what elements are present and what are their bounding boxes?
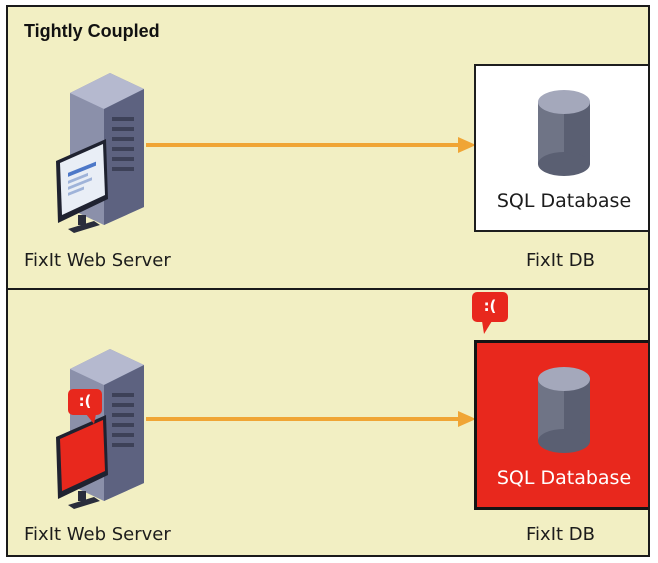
diagram-title: Tightly Coupled (24, 21, 160, 41)
sad-face-bubble-icon: :( (472, 292, 508, 336)
database-cylinder-icon (538, 367, 590, 453)
web-server-icon (56, 349, 144, 509)
database-label: SQL Database (496, 190, 632, 212)
database-bubble-text: :( (483, 297, 497, 315)
database-caption: FixIt DB (526, 250, 595, 271)
server-caption: FixIt Web Server (24, 250, 171, 271)
connection-arrow (146, 411, 476, 427)
server-bubble-text: :( (78, 392, 92, 410)
server-caption: FixIt Web Server (24, 524, 171, 545)
database-caption: FixIt DB (526, 524, 595, 545)
section-divider (8, 288, 648, 290)
connection-arrow (146, 137, 476, 153)
sad-face-bubble-icon: :( (68, 389, 102, 425)
database-box: SQL Database (474, 64, 648, 232)
database-cylinder-icon (538, 90, 590, 176)
diagram-frame: Tightly Coupled SQL Databas (6, 5, 650, 557)
database-box-failed: SQL Database (474, 340, 648, 510)
web-server-icon (56, 73, 144, 233)
database-label: SQL Database (496, 467, 632, 489)
